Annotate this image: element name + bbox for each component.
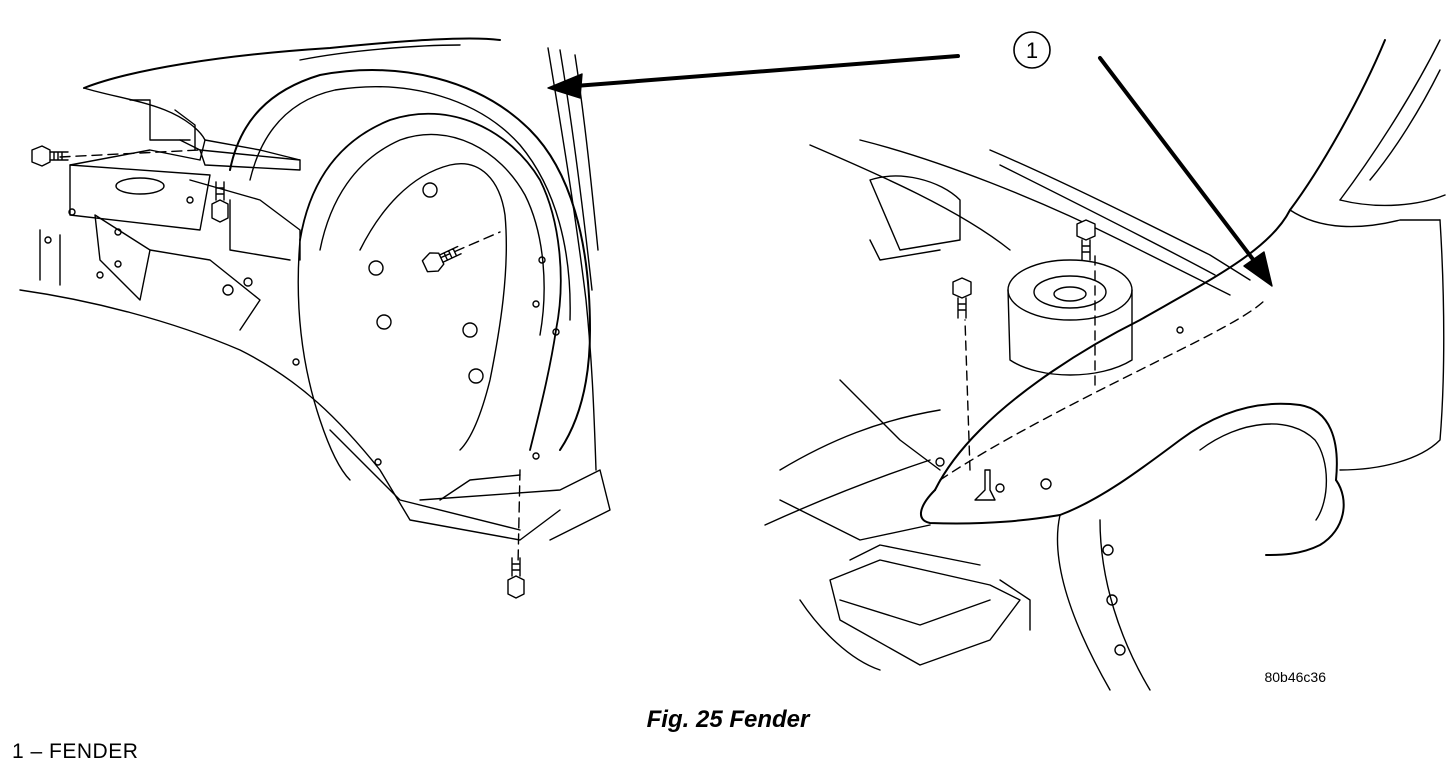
figure-code: 80b46c36 [1264, 669, 1326, 685]
bolt-icon-left-lower [507, 557, 525, 599]
bolt-icon-left-apron [31, 145, 69, 167]
bolt-icon-right-rail [952, 277, 972, 319]
leader-arrow-right [1098, 56, 1273, 287]
bolt-icon-right-strut [1076, 219, 1096, 261]
legend: 1 – FENDER [12, 740, 138, 764]
callout-1: 1 [1013, 31, 1051, 69]
legend-separator: – [24, 740, 50, 763]
legend-number: 1 [12, 740, 25, 763]
leader-arrow-left [547, 54, 960, 99]
bolt-icon-left-liner [421, 245, 462, 273]
callout-number: 1 [1026, 38, 1038, 63]
left-view-inner-structure [19, 37, 611, 566]
bolt-icon-left-upper [211, 181, 229, 223]
fender-diagram: 1 80b46c36 [19, 31, 1446, 691]
figure-caption: Fig. 25 Fender [646, 706, 810, 733]
line-art: 1 80b46c36 [19, 31, 1446, 691]
legend-label: FENDER [49, 740, 139, 763]
right-view-fender-installed [764, 39, 1446, 691]
